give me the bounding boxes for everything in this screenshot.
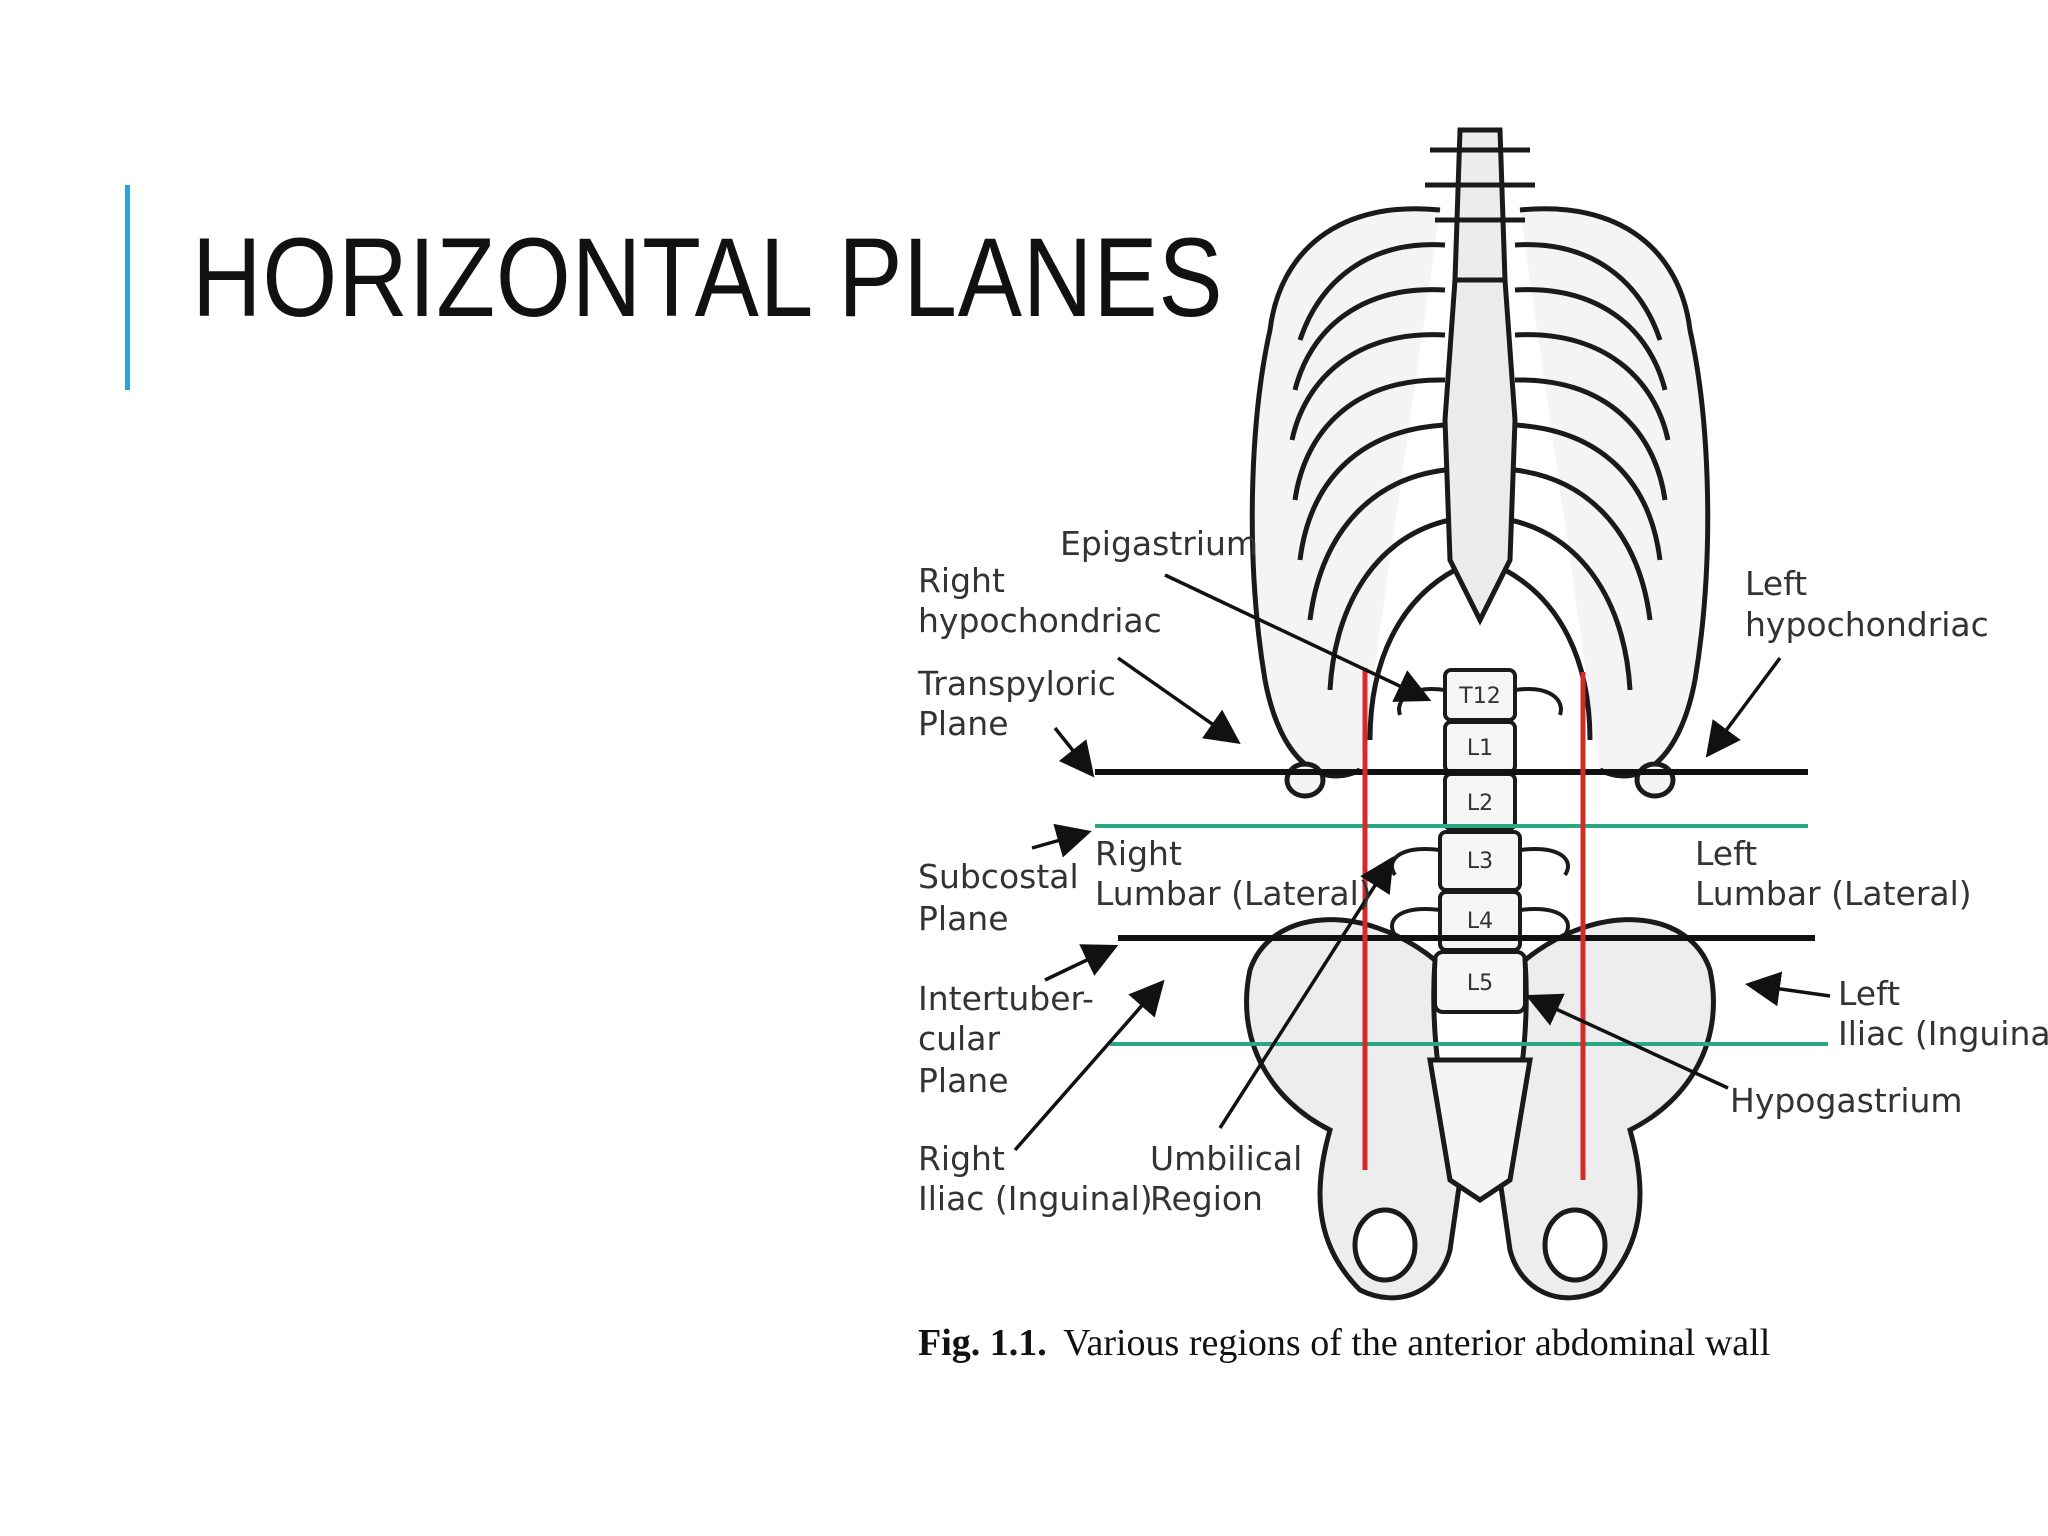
caption-text: Various regions of the anterior abdomina… bbox=[1063, 1322, 1770, 1364]
label-left-lumbar-2: Lumbar (Lateral) bbox=[1695, 874, 1972, 913]
label-intertubercular-3: Plane bbox=[918, 1061, 1009, 1100]
label-left-lumbar-1: Left bbox=[1695, 834, 1757, 873]
slide-title: HORIZONTAL PLANES bbox=[192, 215, 1224, 340]
label-left-hypochondriac-1: Left bbox=[1745, 564, 1807, 603]
label-right-lumbar-1: Right bbox=[1095, 834, 1182, 873]
vertical-lines bbox=[1362, 668, 1586, 1180]
label-transpyloric-1: Transpyloric bbox=[917, 664, 1116, 703]
caption-prefix: Fig. 1.1. bbox=[918, 1322, 1047, 1364]
label-left-iliac-1: Left bbox=[1838, 974, 1900, 1013]
label-right-lumbar-2: Lumbar (Lateral) bbox=[1095, 874, 1372, 913]
label-intertubercular-1: Intertuber- bbox=[918, 979, 1094, 1018]
label-umbilical-1: Umbilical bbox=[1150, 1139, 1302, 1178]
vertebra-label-l1: L1 bbox=[1467, 736, 1493, 761]
label-subcostal-2: Plane bbox=[918, 899, 1009, 938]
label-left-iliac-2: Iliac (Inguinal) bbox=[1838, 1014, 2048, 1053]
pointer-arrows bbox=[1013, 573, 1831, 1152]
title-accent-bar bbox=[125, 185, 130, 390]
label-subcostal-1: Subcostal bbox=[918, 857, 1079, 896]
label-hypogastrium: Hypogastrium bbox=[1730, 1081, 1963, 1120]
vertebra-label-t12: T12 bbox=[1458, 684, 1500, 709]
label-right-iliac-2: Iliac (Inguinal) bbox=[918, 1179, 1153, 1218]
vertebra-label-l4: L4 bbox=[1467, 909, 1493, 934]
label-intertubercular-2: cular bbox=[918, 1019, 1000, 1058]
vertebra-label-l2: L2 bbox=[1467, 791, 1493, 816]
horizontal-planes bbox=[1095, 769, 1828, 1046]
label-epigastrium: Epigastrium bbox=[1060, 524, 1258, 563]
label-right-hypochondriac-2: hypochondriac bbox=[918, 601, 1162, 640]
vertebra-labels: T12 L1 L2 L3 L4 L5 bbox=[1458, 684, 1500, 996]
label-umbilical-2: Region bbox=[1150, 1179, 1263, 1218]
label-right-iliac-1: Right bbox=[918, 1139, 1005, 1178]
vertebra-label-l5: L5 bbox=[1467, 971, 1493, 996]
region-labels: Epigastrium Right hypochondriac Left hyp… bbox=[917, 524, 2048, 1218]
svg-text:Fig. 1.1. Various re: Fig. 1.1. Various regions of the anterio… bbox=[918, 1322, 1770, 1364]
label-left-hypochondriac-2: hypochondriac bbox=[1745, 605, 1989, 644]
label-transpyloric-2: Plane bbox=[918, 704, 1009, 743]
vertebra-label-l3: L3 bbox=[1467, 849, 1493, 874]
label-right-hypochondriac-1: Right bbox=[918, 561, 1005, 600]
figure-caption: Fig. 1.1. Various regions of the anterio… bbox=[918, 1322, 1770, 1364]
rib-cage bbox=[1249, 127, 1711, 799]
